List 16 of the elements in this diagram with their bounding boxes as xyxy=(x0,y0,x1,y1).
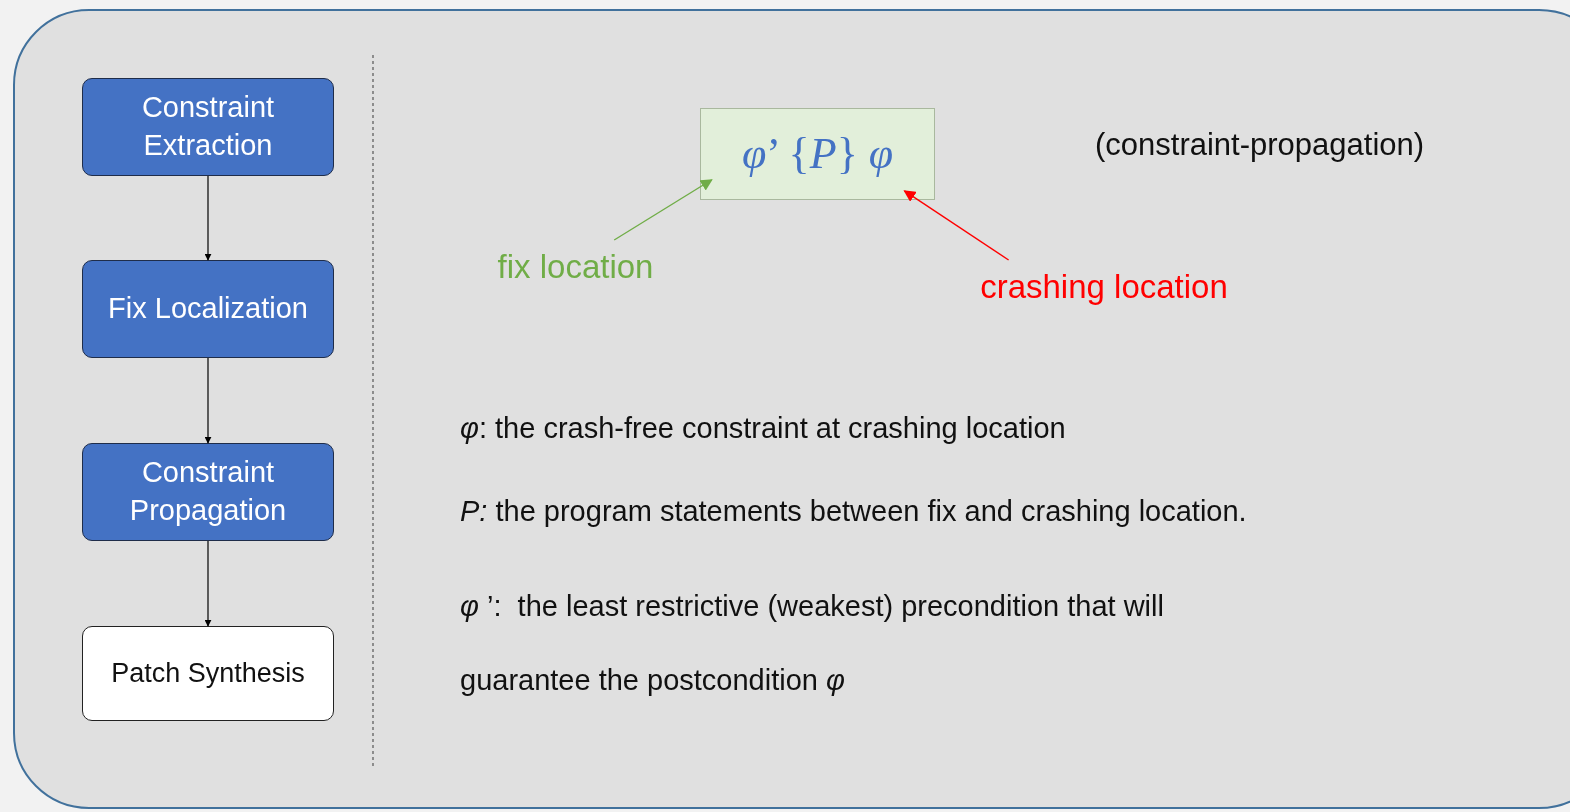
definition-text: φ ’: the least restrictive (weakest) precondition that will guarantee the postcondition φ xyxy=(460,589,1165,698)
process-box: Constraint Propagation xyxy=(82,443,334,541)
process-box: Fix Localization xyxy=(82,260,334,358)
formula-box: φ’ {P} φ xyxy=(700,108,935,200)
location-label: fix location xyxy=(468,240,683,295)
process-box: Patch Synthesis xyxy=(82,626,334,721)
note-text: (constraint-propagation) xyxy=(1095,126,1426,164)
definition-text: P: the program statements between fix and crashing location. xyxy=(460,494,1248,529)
location-label: crashing location xyxy=(945,260,1263,315)
process-box: Constraint Extraction xyxy=(82,78,334,176)
arrow xyxy=(204,540,212,627)
definition-text: φ: the crash-free constraint at crashing location xyxy=(460,411,1067,446)
arrow xyxy=(204,357,212,444)
leader-arrow xyxy=(613,179,713,241)
arrow xyxy=(204,175,212,261)
leader-arrow xyxy=(903,190,1010,261)
